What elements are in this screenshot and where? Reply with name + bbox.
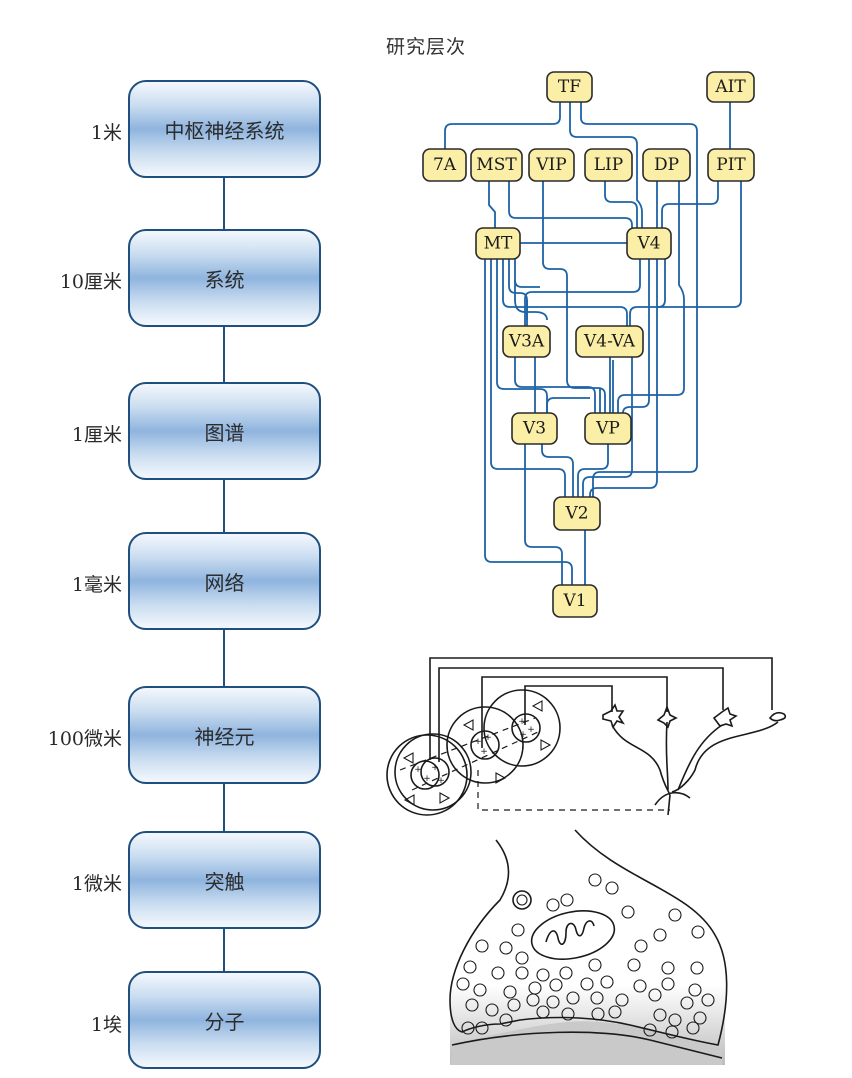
dendrite: [654, 791, 691, 816]
projection-line: [429, 657, 773, 760]
svg-text:TF: TF: [558, 77, 581, 97]
scale-label: 1厘米: [71, 424, 122, 446]
area-node-v3a: V3A: [502, 325, 551, 358]
scale-label: 1微米: [71, 873, 122, 895]
scale-label: 100微米: [47, 728, 122, 750]
area-node-vip: VIP: [528, 148, 575, 182]
svg-text:V3A: V3A: [508, 332, 545, 352]
level-box-maps: 图谱: [128, 382, 321, 480]
network-illustration: + + + + + + + + + +: [386, 657, 787, 816]
level-connector: [223, 929, 225, 972]
area-node-v4: V4: [626, 227, 672, 260]
svg-text:+: +: [527, 725, 535, 735]
area-node-tf: TF: [546, 71, 593, 103]
area-node-lip: LIP: [584, 148, 633, 182]
postsynaptic-membrane: [451, 1031, 723, 1059]
area-node-dp: DP: [642, 148, 691, 182]
center-marks: + + + + + + + + + +: [414, 717, 535, 786]
level-connector: [223, 327, 225, 383]
area-node-mst: MST: [470, 148, 523, 182]
receptive-field-surround: [446, 706, 524, 784]
mitochondrion: [530, 910, 616, 960]
svg-text:VP: VP: [595, 419, 620, 439]
svg-text:V3: V3: [522, 419, 546, 439]
scale-label: 1埃: [90, 1014, 122, 1036]
level-box-cns: 中枢神经系统: [128, 80, 321, 178]
svg-text:VIP: VIP: [535, 155, 566, 175]
receptive-field-center: [511, 713, 541, 743]
svg-text:PIT: PIT: [716, 155, 746, 175]
svg-text:MST: MST: [476, 155, 517, 175]
dendrite: [677, 724, 723, 791]
dendrite: [671, 721, 779, 793]
level-box-molecules: 分子: [128, 971, 321, 1069]
svg-text:7A: 7A: [433, 155, 457, 175]
visual-area-wires: [444, 102, 742, 585]
level-connector: [223, 480, 225, 532]
svg-text:V2: V2: [564, 504, 588, 524]
presynaptic-terminal: [449, 829, 728, 1046]
projection-line: [524, 685, 613, 725]
dendrite: [611, 724, 671, 796]
svg-text:DP: DP: [654, 155, 679, 175]
mitochondrion-cristae: [545, 920, 595, 945]
level-connector: [223, 630, 225, 687]
level-connector: [223, 784, 225, 831]
svg-text:LIP: LIP: [594, 155, 623, 175]
svg-text:+: +: [437, 776, 445, 786]
svg-text:+: +: [480, 747, 488, 757]
svg-text:+: +: [518, 717, 526, 727]
neuron-cell-body: [712, 706, 738, 728]
receptive-field-center: [470, 730, 500, 760]
area-node-mt: MT: [475, 227, 521, 260]
svg-text:V4: V4: [636, 234, 660, 254]
area-node-ait: AIT: [706, 71, 755, 103]
synaptic-vesicles: [456, 873, 715, 1039]
neuron-cell-body: [656, 704, 678, 729]
area-node-vp: VP: [584, 412, 632, 445]
svg-text:AIT: AIT: [714, 77, 746, 97]
synapse-illustration: [449, 829, 728, 1065]
level-box-networks: 网络: [128, 532, 321, 630]
area-node-pit: PIT: [707, 148, 755, 182]
receptive-field-surround: [483, 689, 561, 767]
receptive-field-center: [420, 757, 450, 787]
scale-label: 10厘米: [59, 271, 122, 293]
level-box-systems: 系统: [128, 229, 321, 327]
svg-text:MT: MT: [484, 234, 513, 254]
svg-text:+: +: [519, 730, 527, 740]
level-connector: [223, 178, 225, 230]
svg-text:+: +: [414, 765, 422, 775]
neuron-cell-body: [602, 703, 625, 729]
area-node-v4-va: V4-VA: [575, 325, 644, 358]
svg-text:V4-VA: V4-VA: [583, 332, 636, 352]
dendrite: [665, 721, 669, 791]
area-node-v2: V2: [553, 496, 601, 531]
projection-line: [481, 676, 668, 748]
projection-line: [438, 667, 724, 762]
area-node-7a: 7A: [422, 148, 467, 182]
level-box-neurons: 神经元: [128, 686, 321, 784]
svg-text:+: +: [423, 774, 431, 784]
receptive-field-surround: [394, 733, 472, 811]
area-node-v3: V3: [511, 412, 558, 445]
scale-label: 1毫米: [71, 574, 122, 596]
scale-label: 1米: [90, 122, 122, 144]
surround-marks: [402, 700, 552, 806]
svg-text:+: +: [484, 733, 492, 743]
coated-vesicle: [512, 890, 532, 910]
figure-title: 研究层次: [385, 36, 466, 58]
level-box-synapses: 突触: [128, 831, 321, 929]
svg-text:+: +: [431, 763, 439, 773]
neuron-cell-body: [768, 711, 787, 722]
svg-text:+: +: [474, 737, 482, 747]
area-node-v1: V1: [552, 584, 598, 618]
svg-text:V1: V1: [562, 591, 586, 611]
